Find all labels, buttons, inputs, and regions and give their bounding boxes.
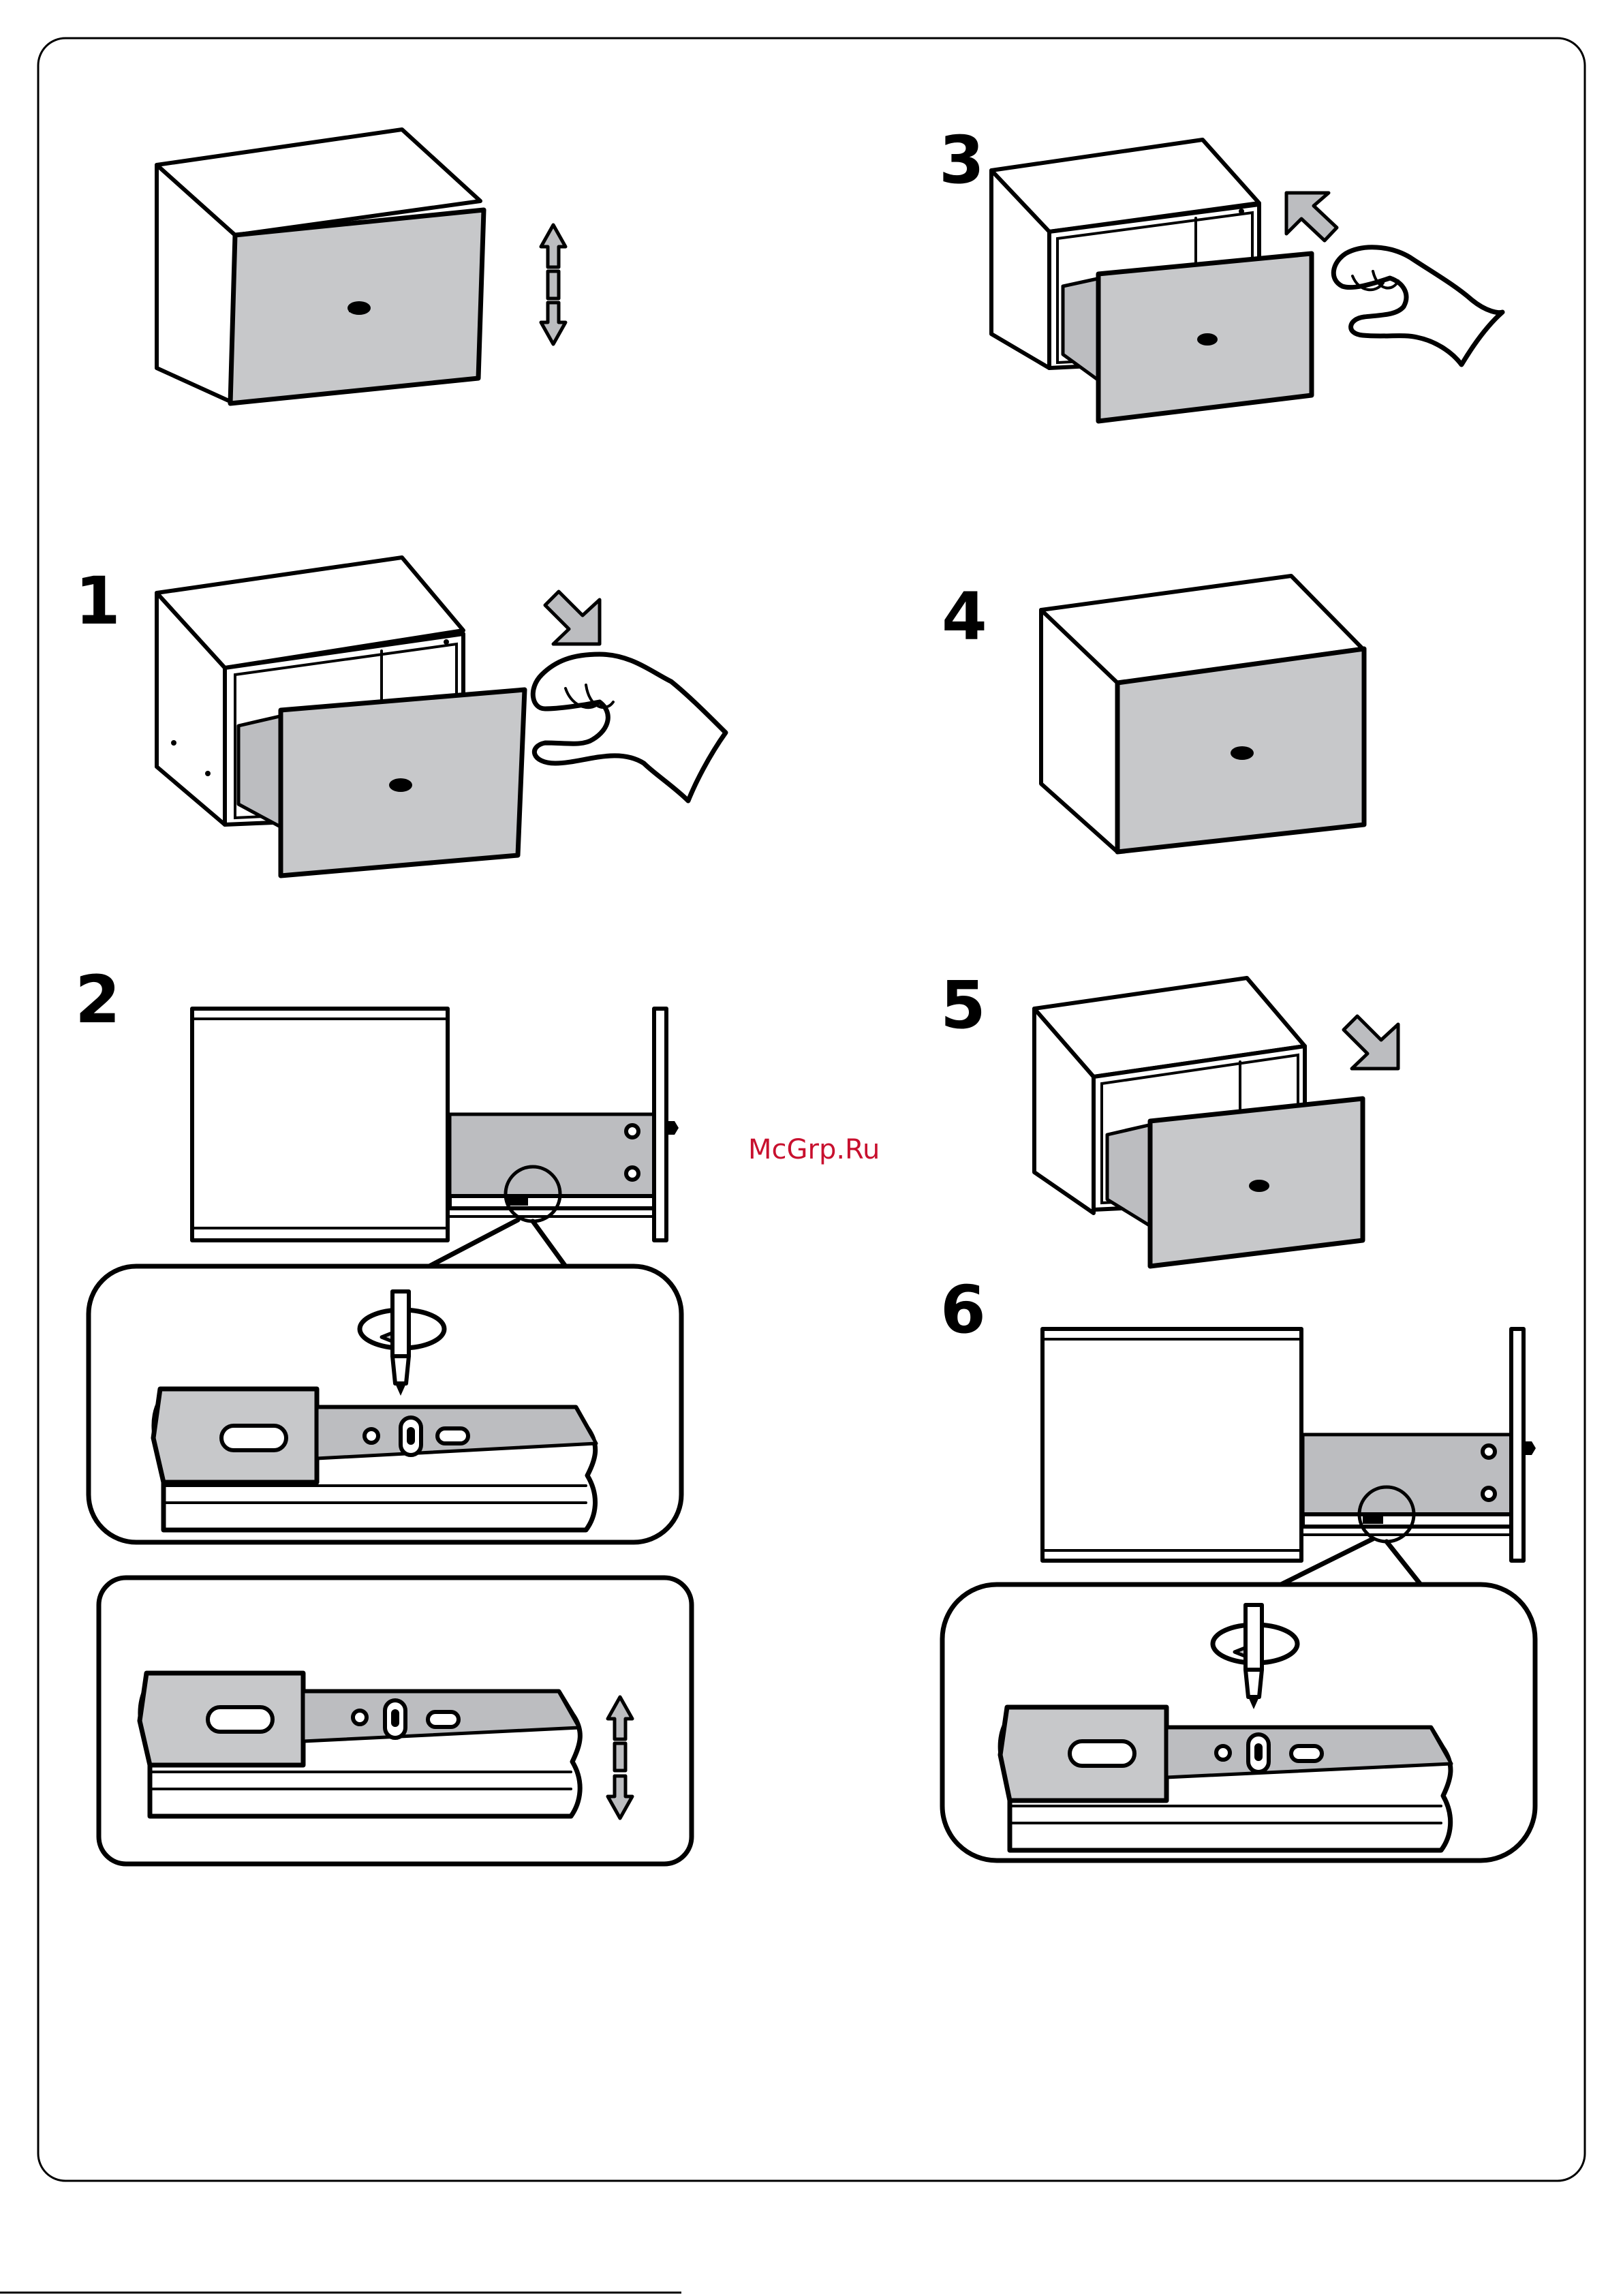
step-5-number: 5 [940,967,986,1043]
watermark: McGrp.Ru [748,1134,880,1165]
hand-icon [1333,247,1502,365]
zoom-detail-adjust-height [99,1578,692,1864]
screwdriver-icon [392,1291,409,1396]
zoom-detail-screw-slot [89,1266,681,1542]
up-down-arrow-icon [541,225,566,344]
screwdriver-icon [1246,1605,1262,1709]
step-1-number: 1 [75,563,121,639]
push-arrow-icon [545,592,600,644]
zoom-detail-tighten-screw [942,1585,1535,1861]
figure-drawer-closed-adjust [157,129,484,403]
figure-step-5-cabinet [1034,978,1363,1266]
step-6-number: 6 [940,1272,986,1348]
figure-step-4-cabinet [1041,576,1364,852]
figure-step-2-side-view [192,1009,679,1266]
step-2-number: 2 [75,962,121,1038]
pull-arrow-icon [1286,193,1337,241]
figure-step-6-side-view [1042,1329,1536,1585]
hand-icon [533,654,726,801]
step-4-number: 4 [942,579,987,655]
figure-step-3-cabinet [991,140,1312,421]
step-3-number: 3 [939,122,985,198]
push-arrow-icon [1344,1016,1398,1069]
figure-step-1-cabinet [157,557,525,876]
up-down-arrow-icon [608,1697,632,1818]
